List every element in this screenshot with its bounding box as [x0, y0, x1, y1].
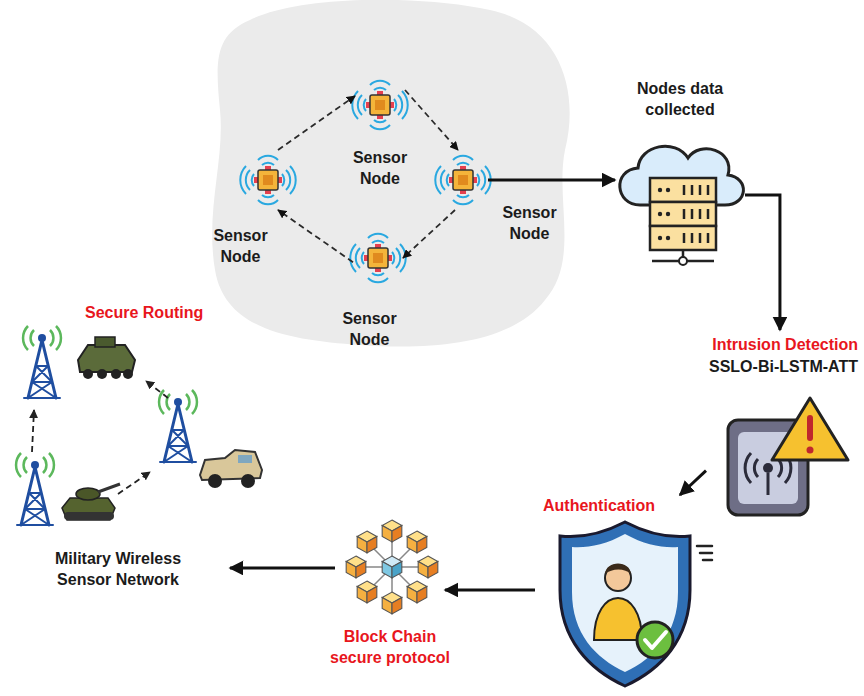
military-network-illustration [16, 326, 262, 525]
sensor-icons-part [352, 81, 407, 129]
node-label: Sensor Node [332, 308, 407, 350]
intrusion-detector: Intrusion DetectionSSLO-Bi-LSTM-ATT [706, 330, 862, 520]
auth-shield-icon-part [572, 534, 678, 672]
auth-shield-icon-part [560, 522, 690, 686]
sensor-field [212, 0, 570, 347]
intrusion-device-icon-part [807, 415, 813, 441]
node-label: SSLO-Bi-LSTM-ATT [709, 356, 858, 377]
auth-shield: Authentication [535, 495, 695, 690]
flow-arrow [488, 179, 615, 182]
military-network-illustration-part [62, 498, 115, 520]
intrusion-device-icon-part [767, 473, 770, 495]
auth-shield-icon-part [645, 632, 666, 648]
military-network: Secure RoutingMilitary Wireless Sensor N… [5, 298, 230, 598]
node-label: Block Chain secure protocol [325, 626, 455, 668]
auth-shield-icon-part [637, 622, 673, 658]
dashed-arrow [405, 90, 458, 150]
military-network-illustration-part [241, 474, 255, 488]
node-label: Secure Routing [85, 302, 203, 323]
cloud-server-icon-part [666, 236, 670, 240]
blockchain-icon [346, 520, 438, 614]
blockchain-icon-part [407, 531, 427, 553]
military-network-illustration-part [76, 488, 100, 500]
sensor-icons-part [435, 156, 490, 204]
cloud-server-icon-part [684, 185, 708, 243]
intrusion-device-icon-part-part [778, 459, 782, 477]
military-network-illustration-part [238, 455, 252, 463]
blockchain-icon-part [357, 581, 377, 603]
node-label: Sensor Node [492, 202, 567, 244]
cloud-server-icon-part [658, 236, 662, 240]
cloud-server-icon-part [620, 146, 744, 205]
blockchain-icon-part [382, 592, 402, 614]
military-network-illustration-part [200, 450, 262, 480]
military-network-illustration-part [23, 326, 61, 398]
sensor-node: Sensor Node [243, 150, 293, 210]
intrusion-device-icon-part [772, 398, 848, 460]
military-network-illustration-part [123, 369, 133, 379]
dashed-arrow [278, 96, 355, 150]
cloud-server-icon-part [666, 188, 670, 192]
flow-arrow [680, 471, 706, 495]
flow-arrow [230, 567, 335, 570]
node-label: Authentication [543, 495, 655, 516]
sensor-icons-part [350, 234, 405, 282]
dashed-arrow [403, 210, 455, 258]
node-label: Intrusion Detection [712, 334, 858, 355]
cloud-server-icon-part [658, 212, 662, 216]
military-network-illustration-part [98, 484, 120, 492]
dashed-arrow [278, 210, 353, 262]
auth-shield-icon-part [594, 598, 642, 640]
auth-shield-icon-part [605, 564, 631, 575]
node-label: Nodes data collected [625, 78, 735, 120]
flow-arrow [745, 195, 780, 330]
blockchain-icon-part [418, 556, 438, 578]
intrusion-device-icon-part [807, 447, 814, 454]
sensor-icons [240, 81, 490, 282]
sensor-node: Sensor Node [353, 228, 403, 288]
military-network-illustration-part-part [118, 472, 150, 494]
sensor-icons-part [240, 156, 295, 204]
node-label: Military Wireless Sensor Network [43, 548, 193, 590]
blockchain-icon-part [346, 556, 366, 578]
intrusion-device-icon-part-part [754, 459, 758, 477]
blockchain-icon-part [357, 531, 377, 553]
military-network-illustration-part-part [32, 410, 34, 452]
node-label: Sensor Node [340, 147, 420, 189]
military-network-illustration-part [83, 369, 93, 379]
blockchain-icon-part [407, 581, 427, 603]
flow-arrow [445, 588, 535, 591]
military-network-illustration-part [64, 512, 114, 520]
sensor-node: Sensor Node [438, 150, 488, 210]
military-network-illustration-part [32, 381, 168, 494]
military-network-illustration-part [16, 453, 54, 525]
military-network-illustration-part-part [146, 381, 168, 398]
intrusion-device-icon-part [763, 463, 773, 473]
blockchain-protocol: Block Chain secure protocol [335, 518, 445, 673]
military-network-illustration-part [208, 474, 222, 488]
auth-shield-icon-part [697, 546, 712, 560]
military-network-illustration-part [95, 337, 115, 347]
sensor-node: Sensor Node [355, 75, 405, 135]
military-network-illustration-part [111, 369, 121, 379]
auth-shield-icon [560, 522, 712, 686]
cloud-server-icon-part [679, 257, 687, 265]
blockchain-icon-part [382, 556, 402, 578]
cloud-server-icon-part [666, 212, 670, 216]
cloud-server-icon-part [658, 188, 662, 192]
military-network-illustration-part [97, 369, 107, 379]
cloud-server-icon [620, 146, 744, 265]
intrusion-device-icon-part-part [745, 453, 751, 483]
military-network-illustration-part [78, 345, 135, 372]
cloud-server: Nodes data collected [615, 140, 745, 265]
military-network-illustration-part [159, 390, 197, 462]
node-label: Sensor Node [203, 225, 278, 267]
blockchain-icon-part [382, 520, 402, 542]
intrusion-device-icon [728, 398, 848, 515]
